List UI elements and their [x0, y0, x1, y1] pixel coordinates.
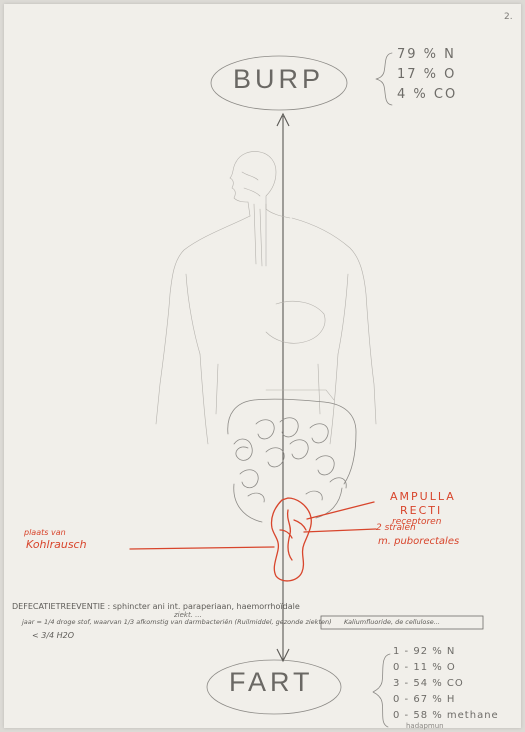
paper-sheet: 2. BURP FART 79 % N 17 % O 4 % CO 1 - 92…	[4, 4, 521, 728]
ampulla-label: AMPULLA	[390, 490, 456, 503]
burp-co: 4 % CO	[397, 87, 457, 102]
recti-label: RECTI	[400, 504, 442, 517]
fart-brace	[373, 654, 390, 727]
fart-o: 0 - 11 % O	[393, 662, 456, 673]
rectum-sketch	[130, 498, 376, 581]
fart-co: 3 - 54 % CO	[393, 678, 464, 689]
left-label-bottom: Kohlrausch	[26, 538, 87, 551]
right-label-bottom: m. puborectales	[378, 536, 459, 547]
fart-footnote: hadapmun	[406, 722, 444, 730]
right-label-top: 2 stralen	[376, 523, 416, 533]
burp-label: BURP	[233, 64, 324, 95]
burp-brace	[376, 53, 392, 105]
boxed-note: Kaliumfluoride, de cellulose...	[344, 618, 440, 626]
fart-h: 0 - 67 % H	[393, 694, 455, 705]
left-label-top: plaats van	[24, 528, 66, 537]
stomach-sketch	[266, 301, 325, 343]
fart-label: FART	[229, 667, 314, 698]
burp-n: 79 % N	[397, 47, 456, 62]
fart-methane: 0 - 58 % methane	[393, 710, 499, 721]
burp-o: 17 % O	[397, 67, 456, 82]
head-sketch	[230, 151, 290, 266]
page-number: 2.	[504, 12, 513, 22]
fart-n: 1 - 92 % N	[393, 646, 455, 657]
note-line-3: < 3/4 H2O	[32, 631, 74, 640]
intestines-sketch	[228, 390, 356, 522]
note-line-1: DEFECATIETREEVENTIE : sphincter ani int.…	[12, 602, 300, 611]
note-line-2: jaar = 1/4 droge stof, waarvan 1/3 afkom…	[22, 618, 332, 626]
